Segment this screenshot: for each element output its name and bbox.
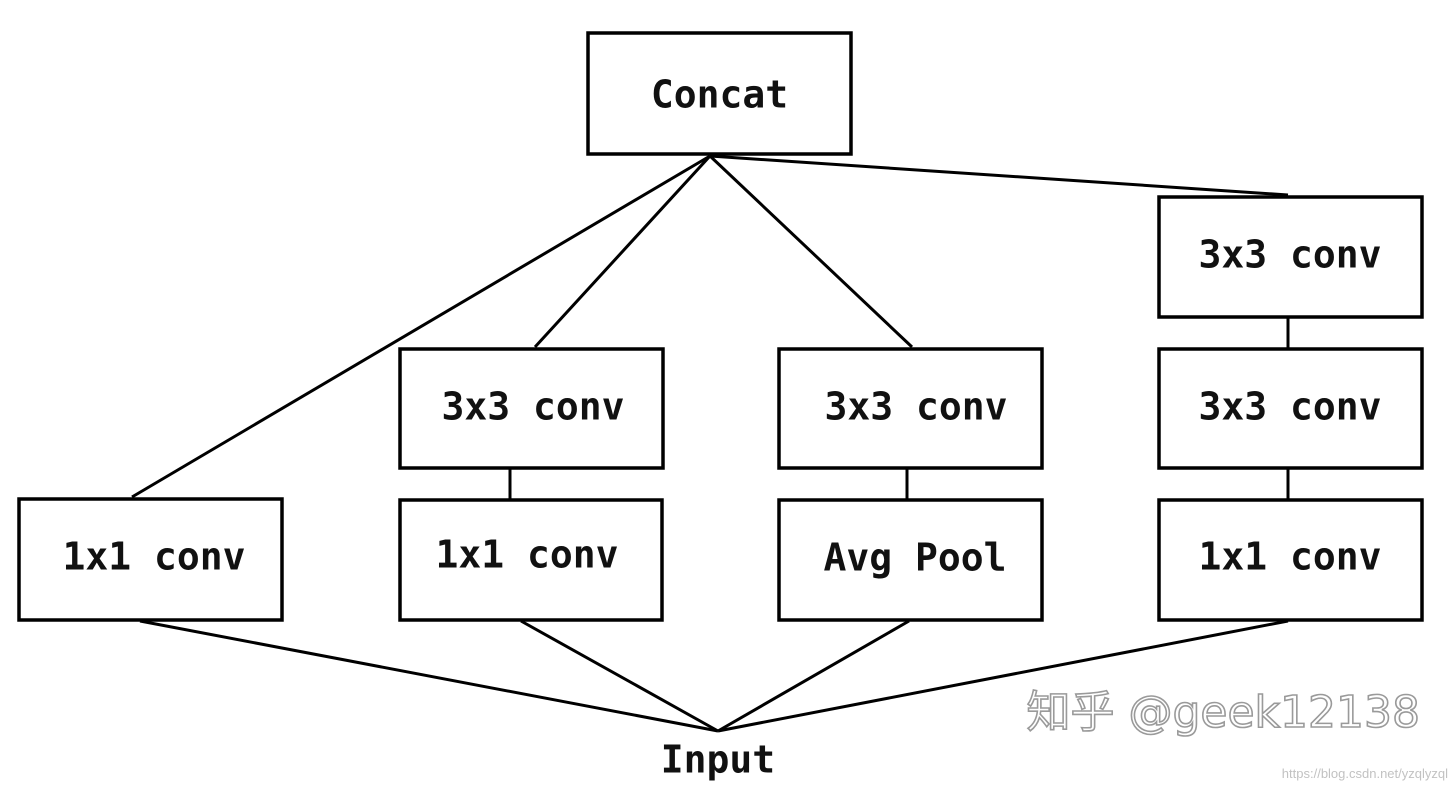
node-b3-avgpool-label: Avg Pool: [823, 536, 1006, 580]
node-b4-conv1x1-label: 1x1 conv: [1198, 535, 1381, 579]
edges: [131, 154, 1290, 733]
watermark-url: https://blog.csdn.net/yzqlyzql: [1282, 766, 1448, 781]
watermark-main: 知乎 @geek12138: [1026, 687, 1420, 738]
node-b1-conv1x1: 1x1 conv: [17, 497, 284, 622]
node-b1-conv1x1-label: 1x1 conv: [62, 535, 245, 579]
edge-input-b4: [717, 619, 1289, 733]
edge-b2-concat: [533, 154, 712, 349]
node-b4-conv1x1: 1x1 conv: [1157, 498, 1424, 622]
edge-input-b2: [520, 619, 719, 733]
input-label: Input: [661, 738, 775, 782]
node-b3-conv3x3: 3x3 conv: [777, 347, 1044, 470]
node-b4-conv3x3-top: 3x3 conv: [1157, 195, 1424, 319]
node-b4-conv3x3-top-label: 3x3 conv: [1198, 233, 1381, 277]
edge-input-b1: [139, 619, 719, 733]
edge-b4-concat: [709, 154, 1289, 197]
edge-b1-concat: [131, 154, 711, 499]
node-b3-conv3x3-label: 3x3 conv: [824, 385, 1007, 429]
node-b4-conv3x3-mid: 3x3 conv: [1157, 347, 1424, 470]
node-b2-conv1x1-label: 1x1 conv: [435, 533, 618, 577]
node-b2-conv3x3-label: 3x3 conv: [441, 385, 624, 429]
node-b4-conv3x3-mid-label: 3x3 conv: [1198, 385, 1381, 429]
node-b2-conv3x3: 3x3 conv: [398, 347, 665, 470]
node-b2-conv1x1: 1x1 conv: [398, 498, 664, 622]
node-b3-avgpool: Avg Pool: [777, 498, 1044, 622]
node-concat-label: Concat: [651, 73, 788, 117]
node-concat: Concat: [586, 31, 853, 156]
edge-b3-concat: [708, 154, 914, 349]
edge-input-b3: [717, 619, 910, 733]
